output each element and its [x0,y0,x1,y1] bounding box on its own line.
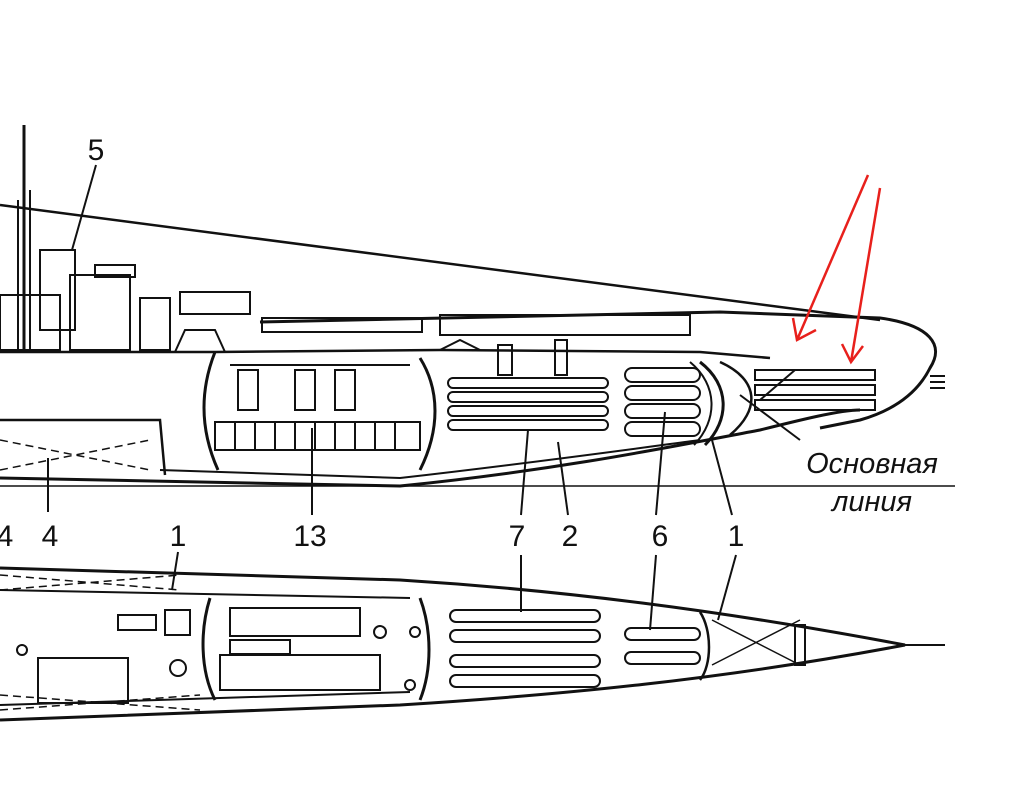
callout-7: 7 [509,520,526,553]
bulkhead-aft [202,351,220,471]
torpedo-tubes [624,367,701,437]
callout-4-left: 4 [0,520,13,553]
plan-outline-top [0,566,906,647]
side-elevation [0,125,955,516]
annotation-arrow-1 [795,174,870,341]
main-deck [0,348,771,360]
callout-2: 2 [562,520,579,553]
callout-5: 5 [88,134,105,167]
antenna-wire [0,203,881,322]
upper-deck-line [259,310,937,430]
torpedo-stowage [447,339,609,431]
callout-13: 13 [293,520,326,553]
baseline-label-line1: Основная [806,448,938,480]
stern-hull [0,418,167,476]
hull-bottom [0,408,861,488]
inner-hull [159,439,701,480]
plan-outline-bottom [0,643,906,722]
bulkhead-mid [418,357,437,471]
baseline-label: Основная линия [806,448,938,518]
bulkhead-fwd [699,360,725,447]
annotation-arrow-2 [849,187,882,363]
berths-row [214,421,421,451]
bow-bulkhead [719,360,753,436]
callout-1-mid: 1 [170,520,187,553]
baseline-label-line2: линия [830,486,912,518]
annotation-arrows [791,174,882,365]
callout-1-bow: 1 [728,520,745,553]
callout-labels: 5 4 4 1 13 7 2 6 1 [0,134,744,553]
plan-view [0,551,945,722]
callout-4: 4 [42,520,59,553]
callout-6: 6 [652,520,669,553]
